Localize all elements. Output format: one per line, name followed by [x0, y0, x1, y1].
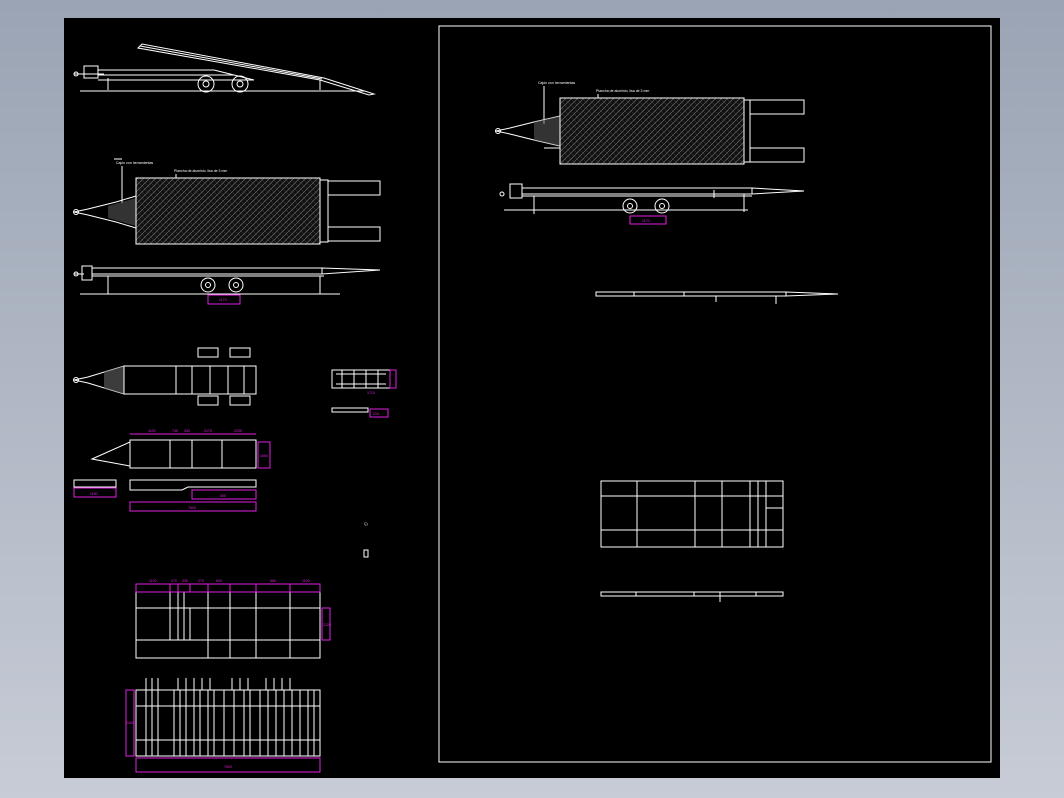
- seg-dim-3: 330: [184, 429, 190, 433]
- floor-label: Plancha de aluminio, lisa de 3 mm: [174, 169, 227, 173]
- frame-bars: 1180 600 7600: [73, 479, 257, 512]
- frame-top-dim-2: 270: [171, 579, 177, 583]
- hitch-length-dim: 1180: [90, 492, 98, 496]
- sheet-floor-label: Plancha de aluminio, lisa de 3 mm: [596, 89, 649, 93]
- seg-dim-2: 740: [172, 429, 178, 433]
- ramp-h-dim: 210: [373, 412, 379, 416]
- ramp-len-dim: 1710: [367, 391, 375, 395]
- deck-height-dim: 2400: [126, 721, 134, 725]
- ramp-detail: 1710 210: [331, 369, 397, 418]
- frame-top-dim-7: 1100: [302, 579, 310, 583]
- seg-dim-5: 2230: [234, 429, 242, 433]
- sheet-long-bar: [595, 291, 839, 304]
- frame-top-dim-5: 600: [216, 579, 222, 583]
- seg-dim-1: 1100: [148, 429, 156, 433]
- sheet-box-label: Cajón con herramientas: [538, 81, 575, 85]
- trailer-top-view: Cajón con herramientas Plancha de alumin…: [73, 158, 381, 245]
- deck-length-dim: 7600: [224, 765, 232, 769]
- chassis-top-view: [73, 347, 257, 406]
- sheet-side-view: 1170: [499, 183, 805, 225]
- sheet-axle-dim: 1170: [642, 219, 650, 223]
- small-symbols: Ç): [363, 522, 369, 558]
- frame-height-dim: 2120: [323, 623, 331, 627]
- frame-length-dim: 7600: [188, 506, 196, 510]
- axle-spacing-dim: 1170: [219, 298, 227, 302]
- sheet-thin-bar: [600, 591, 784, 602]
- symbol-a: Ç): [364, 522, 368, 526]
- seg-dim-4: 2170: [204, 429, 212, 433]
- drawing-sheet-frame: [438, 25, 992, 763]
- tilted-trailer-side-view: [73, 43, 376, 96]
- frame-elevation: 1100 270 330 270 600 660 1100 2120: [135, 579, 331, 659]
- sheet-top-view: Cajón con herramientas Plancha de alumin…: [495, 81, 805, 165]
- trailer-side-view: 1170: [73, 265, 381, 305]
- frame-top-dim-3: 330: [182, 579, 188, 583]
- deck-grid-detail: 2400 7600: [125, 678, 321, 773]
- cad-drawing: Cajón con herramientas Plancha de alumin…: [73, 25, 992, 773]
- sheet-frame-plan: [600, 480, 784, 548]
- chassis-width-dim: 1650: [260, 454, 268, 458]
- frame-partial-dim: 600: [220, 494, 226, 498]
- chassis-dimension-view: 1100 740 330 2170 2230 1650: [90, 429, 271, 469]
- frame-top-dim-4: 270: [198, 579, 204, 583]
- cad-drawing-area[interactable]: Cajón con herramientas Plancha de alumin…: [64, 18, 1000, 778]
- ramp-top: [327, 180, 381, 242]
- frame-top-dim-1: 1100: [149, 579, 157, 583]
- box-label: Cajón con herramientas: [116, 161, 153, 165]
- frame-top-dim-6: 660: [270, 579, 276, 583]
